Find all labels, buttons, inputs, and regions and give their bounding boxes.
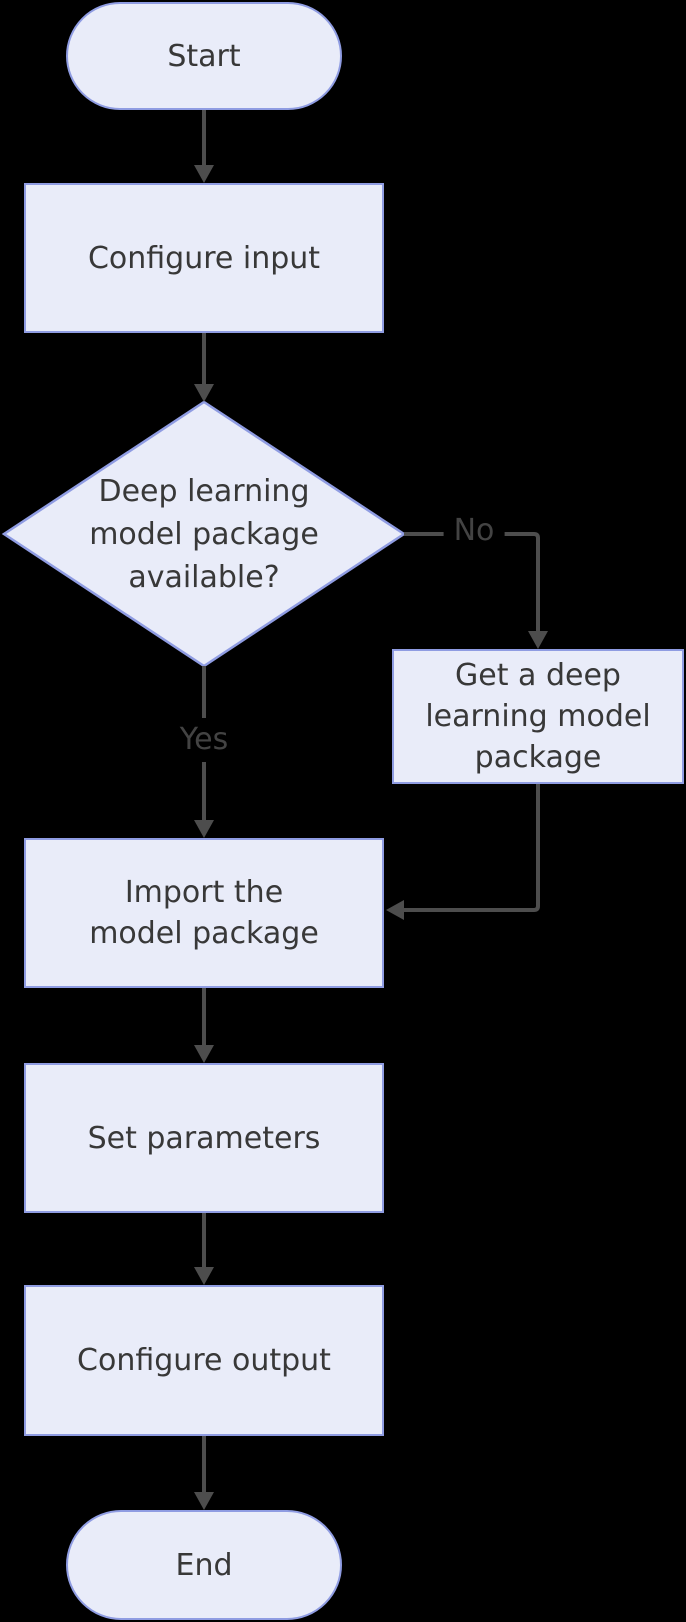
edge-label-no: No [443,509,505,553]
node-decision-label: Deep learning model package available? [89,473,319,595]
node-get-package: Get a deep learning model package [392,649,684,784]
arrowhead-icon [194,1045,214,1063]
arrowhead-icon [194,165,214,183]
arrowhead-icon [194,820,214,838]
node-configure-input: Configure input [24,183,384,333]
node-set-parameters: Set parameters [24,1063,384,1213]
arrowhead-icon [194,1492,214,1510]
arrowhead-icon [194,1267,214,1285]
node-start: Start [66,2,342,110]
node-import-package: Import the model package [24,838,384,988]
edge-get-package-to-import-package [404,784,540,912]
arrowhead-icon [386,900,404,920]
node-configure-output: Configure output [24,1285,384,1436]
edge-decision-no-to-get-package [404,532,540,631]
arrowhead-icon [528,631,548,649]
edge-label-yes: Yes [169,718,239,762]
arrowhead-icon [194,384,214,402]
node-end: End [66,1510,342,1620]
